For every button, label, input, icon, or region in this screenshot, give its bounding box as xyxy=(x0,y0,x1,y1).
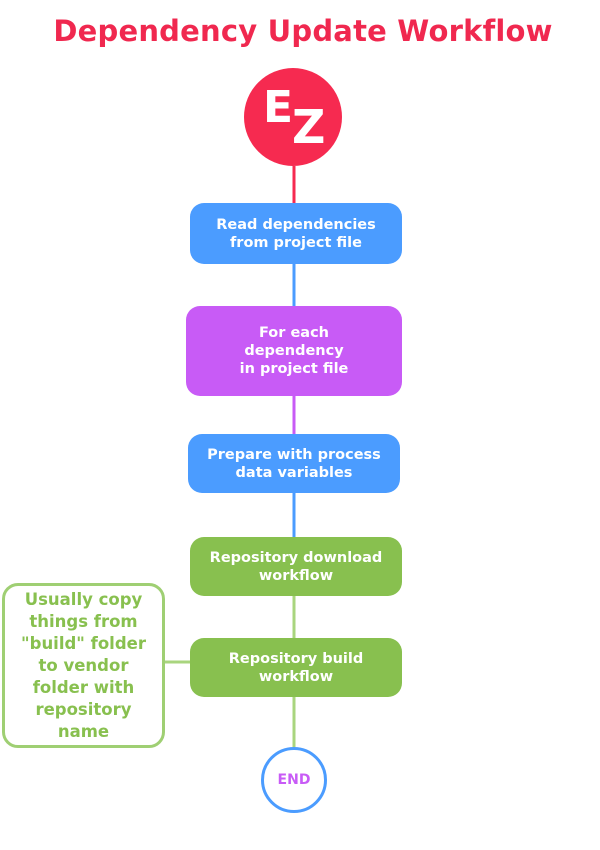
build-note: Usually copy things from "build" folder … xyxy=(2,583,165,748)
logo-letter-e: E xyxy=(263,82,294,133)
step-prepare-variables: Prepare with process data variables xyxy=(188,434,400,493)
step-read-dependencies: Read dependencies from project file xyxy=(190,203,402,264)
ez-logo: E Z xyxy=(244,68,342,166)
diagram-title: Dependency Update Workflow xyxy=(53,14,553,48)
step-for-each-dependency: For each dependency in project file xyxy=(186,306,402,396)
step-repository-build: Repository build workflow xyxy=(190,638,402,697)
end-node: END xyxy=(261,747,327,813)
step-repository-download: Repository download workflow xyxy=(190,537,402,596)
logo-letter-z: Z xyxy=(292,100,326,154)
